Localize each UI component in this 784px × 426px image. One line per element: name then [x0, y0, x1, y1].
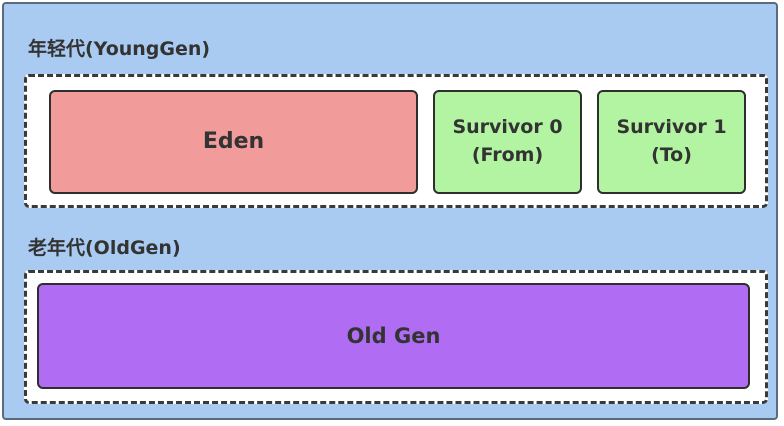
eden-region: Eden: [49, 90, 418, 194]
old-gen-region: Old Gen: [37, 283, 750, 389]
survivor-0-name: Survivor 0: [452, 116, 563, 139]
survivor-1-region: Survivor 1 (To): [597, 90, 746, 194]
survivor-0-role: (From): [471, 144, 544, 166]
eden-label: Eden: [202, 129, 265, 155]
old-gen-label: 老年代(OldGen): [28, 237, 181, 259]
survivor-1-name: Survivor 1: [616, 116, 727, 139]
old-gen-region-label: Old Gen: [346, 323, 441, 348]
survivor-0-region: Survivor 0 (From): [433, 90, 582, 194]
young-gen-label: 年轻代(YoungGen): [28, 38, 211, 60]
survivor-1-role: (To): [651, 144, 692, 166]
